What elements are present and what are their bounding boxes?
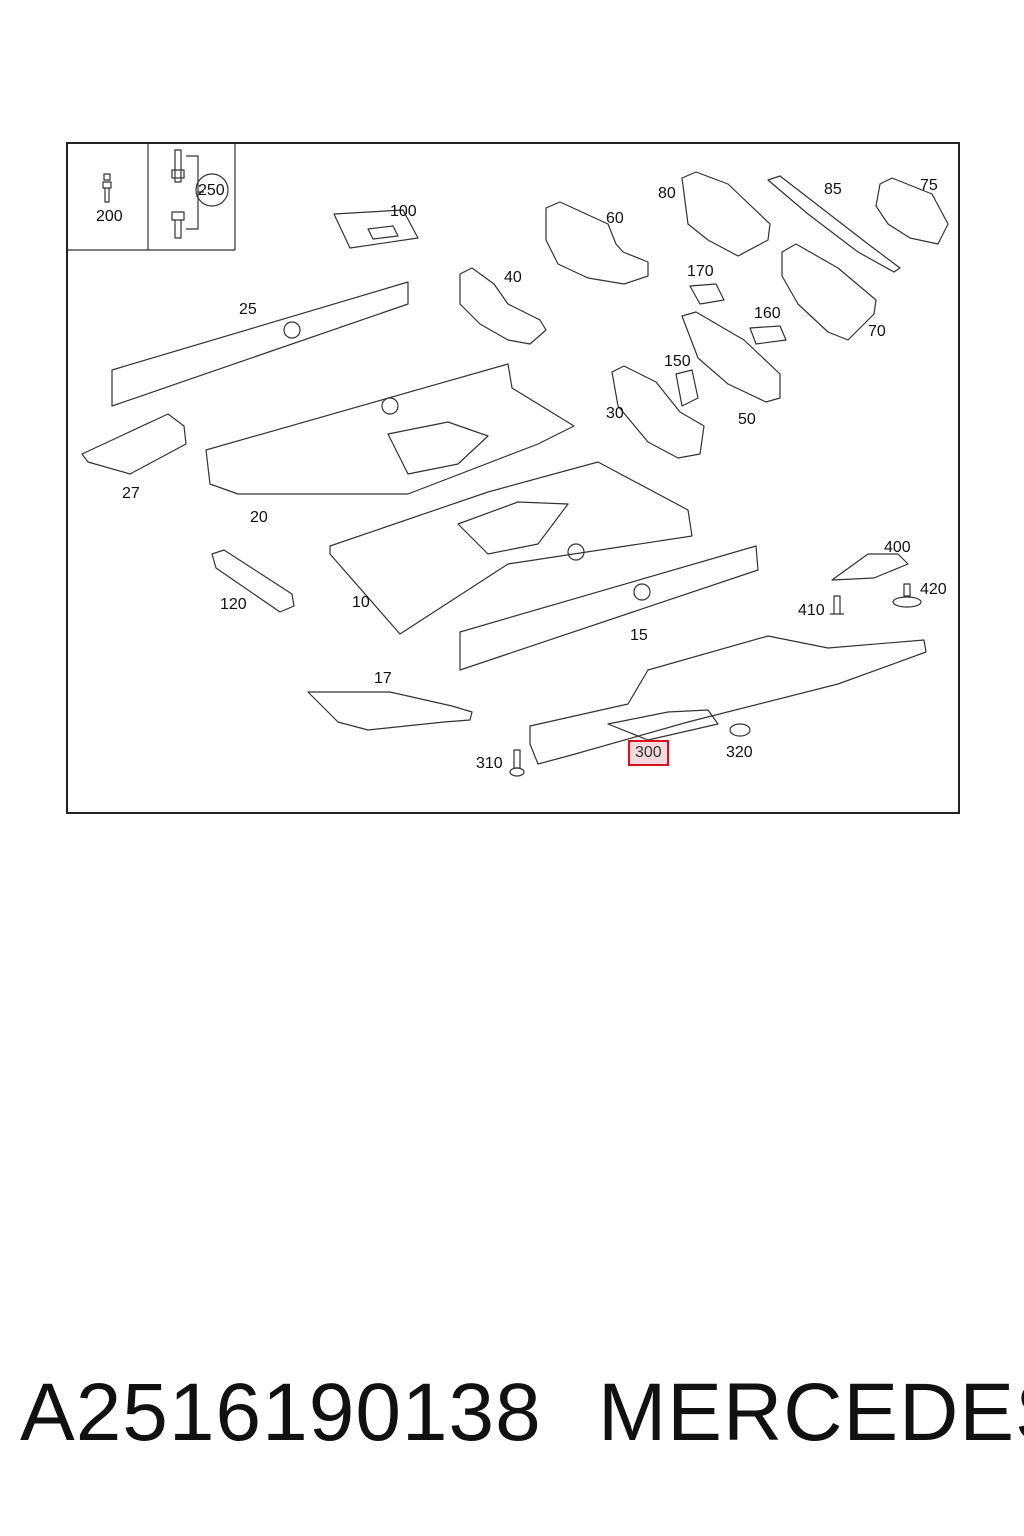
part-300-floor-panel <box>529 635 927 765</box>
part-150-bracket <box>675 369 699 407</box>
callout-75: 75 <box>920 177 938 194</box>
callout-150: 150 <box>664 353 691 370</box>
callout-40: 40 <box>504 269 522 286</box>
callout-320: 320 <box>726 744 753 761</box>
part-50-member <box>681 311 781 403</box>
callout-17: 17 <box>374 670 392 687</box>
part-80-panel <box>681 171 771 257</box>
callout-310: 310 <box>476 755 503 772</box>
part-100-plate <box>333 209 419 249</box>
callout-400: 400 <box>884 539 911 556</box>
callout-160: 160 <box>754 305 781 322</box>
callout-420: 420 <box>920 581 947 598</box>
callout-50: 50 <box>738 411 756 428</box>
callout-410: 410 <box>798 602 825 619</box>
part-27-panel <box>81 413 187 475</box>
part-160-bracket <box>749 325 787 345</box>
part-40-member <box>459 267 547 345</box>
parts-diagram: 200 250 100 60 80 85 75 40 170 25 160 70… <box>66 142 960 814</box>
part-30-member <box>611 365 705 459</box>
callout-10: 10 <box>352 594 370 611</box>
part-170-bracket <box>689 283 725 305</box>
callout-170: 170 <box>687 263 714 280</box>
part-85-cable <box>767 175 901 273</box>
callout-85: 85 <box>824 181 842 198</box>
callout-70: 70 <box>868 323 886 340</box>
part-120-rail <box>211 549 295 613</box>
callout-30: 30 <box>606 405 624 422</box>
callout-300-highlighted[interactable]: 300 <box>628 740 669 766</box>
callout-100: 100 <box>390 203 417 220</box>
callout-25: 25 <box>239 301 257 318</box>
callout-250: 250 <box>198 182 225 199</box>
callout-80: 80 <box>658 185 676 202</box>
part-60-member <box>545 201 649 285</box>
part-20-floor <box>205 363 575 495</box>
part-17-panel <box>307 691 473 731</box>
part-70-member <box>781 243 877 341</box>
callout-20: 20 <box>250 509 268 526</box>
callout-27: 27 <box>122 485 140 502</box>
callout-60: 60 <box>606 210 624 227</box>
part-25-crossmember <box>111 281 409 407</box>
brand-name: MERCEDES <box>598 1367 1024 1458</box>
callout-15: 15 <box>630 627 648 644</box>
fastener-inset <box>68 144 236 251</box>
part-15-crossmember <box>459 545 759 671</box>
part-400-bracket <box>831 553 909 581</box>
part-75-bracket <box>875 177 949 245</box>
callout-200: 200 <box>96 208 123 225</box>
part-number: A2516190138 <box>20 1367 542 1458</box>
callout-120: 120 <box>220 596 247 613</box>
parts-drawing <box>68 144 949 777</box>
part-10-floor <box>329 461 693 635</box>
